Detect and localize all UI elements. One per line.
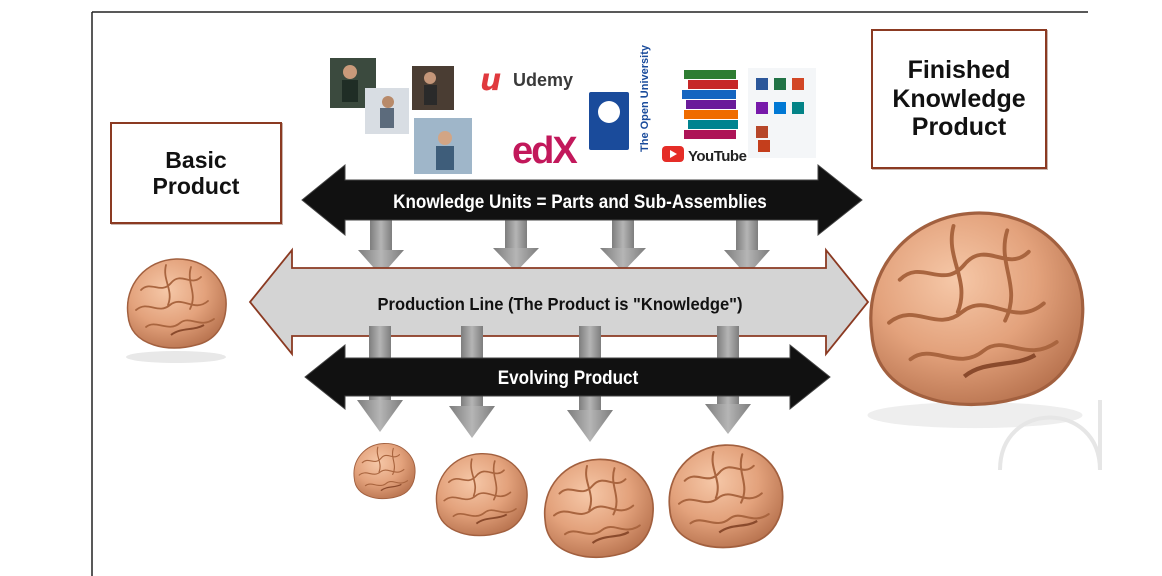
classroom-photo-icon bbox=[330, 58, 472, 174]
production-line-label: Production Line (The Product is "Knowled… bbox=[377, 293, 742, 314]
finished-product-label: Finished Knowledge Product bbox=[892, 55, 1026, 142]
evolving-product-label: Evolving Product bbox=[498, 367, 639, 388]
finished-product-box: Finished Knowledge Product bbox=[871, 29, 1047, 169]
down-arrow-3 bbox=[600, 218, 646, 272]
evolving-brain-icon-3 bbox=[543, 458, 655, 559]
knowledge-units-label: Knowledge Units = Parts and Sub-Assembli… bbox=[393, 191, 767, 212]
evolving-brain-icon-2 bbox=[435, 452, 529, 537]
evolving-brain-icon-1 bbox=[353, 442, 416, 500]
youtube-label: YouTube bbox=[688, 148, 747, 165]
production-line-arrow bbox=[248, 247, 870, 357]
down-arrow-2 bbox=[493, 218, 539, 272]
books-stack-icon bbox=[682, 70, 738, 139]
watermark-arc bbox=[998, 415, 1102, 471]
down-arrow-4 bbox=[724, 218, 770, 276]
knowledge-units-down-arrows bbox=[358, 218, 770, 276]
down-arrow-1 bbox=[358, 218, 404, 276]
open-university-label: The Open University bbox=[639, 44, 651, 152]
evolving-brain-icon-4 bbox=[668, 443, 784, 549]
office-apps-icon bbox=[748, 68, 816, 158]
udemy-label: Udemy bbox=[513, 70, 573, 90]
finished-brain-icon bbox=[867, 213, 1083, 429]
evolving-product-arrow bbox=[304, 343, 831, 411]
udemy-mark: u bbox=[480, 63, 501, 98]
knowledge-units-arrow bbox=[301, 163, 863, 237]
basic-product-label: Basic Product bbox=[152, 146, 240, 199]
basic-product-box: Basic Product bbox=[110, 122, 282, 224]
open-university-logo: The Open University bbox=[589, 44, 651, 152]
youtube-logo: YouTube bbox=[662, 146, 747, 165]
udemy-logo: u Udemy bbox=[480, 63, 573, 98]
edx-label: edX bbox=[512, 130, 578, 172]
basic-brain-icon bbox=[126, 257, 228, 363]
edx-logo: edX bbox=[512, 130, 580, 172]
